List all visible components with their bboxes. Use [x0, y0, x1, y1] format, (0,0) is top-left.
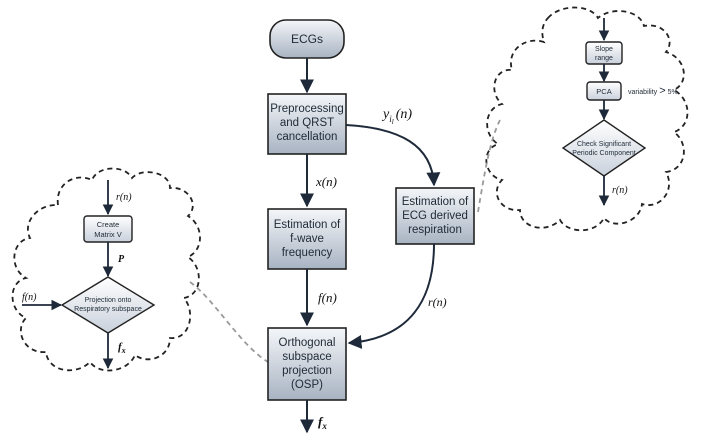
slope-range-line2: range	[595, 55, 613, 62]
edr-line2: ECG derived	[402, 210, 468, 222]
arrow-edr-to-osp	[347, 243, 435, 349]
arrow-preprocessing-to-edr	[345, 124, 441, 187]
osp-line2: subspace	[282, 351, 331, 363]
projection-line1: Projection onto	[85, 297, 132, 304]
f-label: f(n)	[318, 290, 337, 305]
right-cloud: Slope range PCA variability>5% Check Sig…	[485, 6, 689, 232]
connector-edr-to-right-cloud	[477, 119, 501, 213]
preprocessing-box	[267, 93, 347, 155]
projection-line2: Respiratory subspace	[74, 306, 142, 313]
preprocessing-line3: cancellation	[277, 131, 338, 143]
osp-line3: projection	[282, 365, 332, 377]
connector-osp-to-left-cloud	[189, 281, 269, 363]
create-matrix-line1: Create	[97, 220, 120, 229]
fwave-box	[267, 208, 347, 270]
right-cloud-outline	[485, 6, 689, 232]
preprocessing-line2: and QRST	[280, 117, 334, 129]
osp-line1: Orthogonal	[279, 337, 336, 349]
fwave-line1: Estimation of	[274, 219, 341, 231]
right-r-label: r(n)	[612, 185, 628, 196]
left-f-label: f(n)	[22, 292, 37, 303]
fwave-line2: f-wave	[290, 233, 324, 245]
fwave-line3: frequency	[282, 247, 333, 259]
edr-line1: Estimation of	[402, 196, 469, 208]
osp-line4: (OSP)	[291, 379, 323, 391]
check-line1: Check Significant	[577, 141, 631, 148]
edr-line3: respiration	[408, 224, 462, 236]
check-line2: Periodic Component	[572, 150, 635, 157]
slope-range-line1: Slope	[595, 46, 613, 53]
create-matrix-line2: Matrix V	[94, 230, 122, 239]
osp-box	[267, 327, 347, 401]
preprocessing-line1: Preprocessing	[270, 103, 344, 115]
variability-label: variability>5%	[628, 85, 678, 97]
left-p-label: P	[118, 254, 125, 265]
y-label: yil(n)	[381, 107, 412, 126]
fx-label: fx	[318, 414, 327, 431]
pca-label: PCA	[596, 87, 611, 96]
r-label: r(n)	[428, 295, 447, 309]
ecgs-label: ECGs	[291, 32, 323, 46]
edr-box	[395, 187, 475, 245]
left-cloud-outline	[11, 167, 201, 372]
left-fx-label: fx	[118, 341, 126, 355]
x-label: x(n)	[315, 174, 337, 189]
left-cloud: r(n) Create Matrix V P Projection onto R…	[11, 167, 201, 372]
left-r-label: r(n)	[116, 192, 132, 203]
